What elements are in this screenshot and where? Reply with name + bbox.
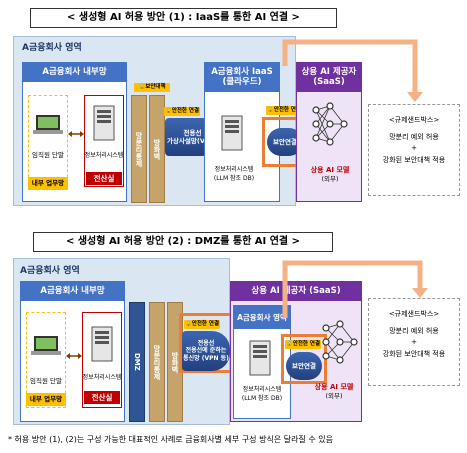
diagram1-safe-conn-2-label: 안전한 연결: [273, 107, 302, 113]
diagram1-employee-terminal: 임직원 단말: [32, 151, 64, 159]
diagram2-safe-connection-badge-1: 🔒안전한 연결: [184, 320, 220, 329]
diagram1-title: < 생성형 AI 허용 방안 (1) : IaaS를 통한 AI 연결 >: [30, 8, 337, 28]
lock-icon: 🔒: [184, 321, 192, 327]
diagram2-internal-work-net-tag: 내부 업무망: [26, 393, 66, 406]
diagram2-employee-terminal: 임직원 단말: [30, 377, 62, 385]
diagram1-secure-conn-label: 보안연결: [273, 137, 297, 146]
diagram2-inner-region-header: A금융회사 영역: [233, 305, 291, 329]
laptop-icon: [33, 115, 63, 134]
diagram1-sandbox-connector: [282, 39, 423, 102]
diagram1-arrow-terminal-server: [68, 131, 84, 137]
diagram1-saas-header: 상용 AI 제공자 (SaaS): [296, 62, 362, 92]
lock-icon: 🔒: [266, 107, 274, 113]
diagram1-leased-line-1: 전용선: [183, 128, 202, 137]
diagram1-iaas-header: A금융회사 IaaS (클라우드): [204, 62, 280, 92]
diagram1-safe-connection-badge-2: 🔒안전한 연결: [266, 106, 302, 115]
diagram1-iaas-system-2: (LLM 참조 DB): [213, 175, 255, 182]
diagram1-firewall: 방화벽: [149, 95, 165, 203]
diagram2-safe-connection-badge-2: 🔒안전한 연결: [285, 340, 321, 349]
diagram2-tunnel: 전용선 전용선에 준하는 통신망 (VPN 등): [182, 331, 230, 371]
diagram2-secure-conn-label: 보안연결: [292, 361, 316, 370]
diagram1-iaas-title-1: A금융회사 IaaS: [211, 66, 273, 77]
diagram2-work-net-box: [26, 312, 66, 408]
diagram2-info-system: 정보처리시스템: [82, 374, 122, 381]
diagram1-ai-model-sub: (외부): [321, 175, 339, 183]
diagram2-sandbox-connector: [282, 260, 428, 318]
diagram2-ai-model: 상용 AI 모델: [314, 383, 354, 391]
diagram2-safe-conn-2-label: 안전한 연결: [292, 341, 321, 347]
diagram2-saas-header: 상용 AI 제공자 (SaaS): [230, 281, 362, 301]
diagram1-computer-room-tag: 전산실: [86, 172, 122, 185]
diagram1-sandbox-plus: +: [411, 144, 417, 153]
diagram2-sandbox-line2: 강화된 보안대책 적용: [382, 349, 446, 358]
diagram2-saas-title: 상용 AI 제공자 (SaaS): [251, 285, 341, 296]
diagram1-iaas-system-1: 정보처리시스템: [214, 166, 254, 173]
diagram1-iaas-title-2: (클라우드): [222, 77, 262, 87]
diagram1-sandbox: <규제샌드박스> 망분리 예외 허용 + 강화된 보안대책 적용: [368, 104, 460, 196]
neural-network-icon: [312, 102, 348, 146]
diagram2-tunnel-1: 전용선: [197, 339, 215, 347]
diagram1-leased-line-2: 가상사설망(VPN): [166, 137, 219, 145]
diagram1-safe-connection-badge-1: 🔒안전한 연결: [164, 107, 200, 116]
diagram2-sandbox: <규제샌드박스> 망분리 예외 허용 + 강화된 보안대책 적용: [368, 298, 460, 386]
diagram1-sandbox-line1: 망분리 예외 허용: [389, 133, 439, 142]
diagram2-tunnel-3: 통신망 (VPN 등): [183, 354, 229, 362]
diagram2-secure-connection: 보안연결: [286, 352, 322, 380]
diagram2-tunnel-2: 전용선에 준하는: [185, 347, 227, 355]
diagram2-ai-model-sub: (외부): [325, 392, 343, 400]
diagram1-security-badge: 🔒보안대책: [134, 83, 170, 92]
diagram2-sandbox-title: <규제샌드박스>: [388, 310, 440, 318]
diagram1-sandbox-title: <규제샌드박스>: [388, 116, 440, 124]
diagram2-computer-room-box: [82, 312, 122, 408]
server-icon: [93, 105, 115, 141]
diagram2-iaas-system-2: (LLM 참조 DB): [241, 395, 283, 402]
neural-network-icon: [322, 320, 358, 364]
diagram2-arrow-terminal-server: [66, 353, 82, 359]
diagram2-inner-region-label: A금융회사 영역: [237, 312, 287, 322]
diagram1-internal-network-header: A금융회사 내부망: [22, 62, 127, 82]
diagram1-network-separation: 망분리통제: [131, 95, 147, 203]
diagram2-internal-net-label: A금융회사 내부망: [40, 285, 105, 296]
server-icon: [91, 326, 113, 362]
diagram2-internal-network-header: A금융회사 내부망: [20, 281, 125, 301]
diagram1-security-badge-label: 보안대책: [145, 84, 166, 90]
laptop-icon: [31, 336, 61, 355]
diagram1-sandbox-line2: 강화된 보안대책 적용: [382, 155, 446, 164]
lock-icon: 🔒: [164, 108, 172, 114]
diagram2-dmz: DMZ: [129, 302, 145, 422]
diagram2-region-label: A금융회사 영역: [20, 266, 80, 276]
diagram1-safe-conn-1-label: 안전한 연결: [171, 108, 200, 114]
server-icon: [221, 115, 243, 151]
diagram1-work-net-box: [28, 95, 68, 187]
diagram2-title: < 생성형 AI 허용 방안 (2) : DMZ를 통한 AI 연결 >: [33, 232, 333, 252]
diagram1-internal-net-label: A금융회사 내부망: [42, 66, 107, 77]
diagram2-sandbox-line1: 망분리 예외 허용: [389, 327, 439, 336]
diagram1-saas-title-2: (SaaS): [313, 77, 345, 87]
diagram1-ai-model: 상용 AI 모델: [310, 166, 350, 174]
diagram1-computer-room-box: [84, 95, 124, 187]
lock-icon: 🔒: [285, 341, 293, 347]
server-icon: [249, 340, 271, 376]
diagram1-region-label: A금융회사 영역: [22, 43, 82, 53]
diagram2-iaas-system-1: 정보처리시스템: [242, 386, 282, 393]
diagram2-network-separation: 망분리통제: [149, 302, 165, 422]
diagram1-saas-title-1: 상용 AI 제공자: [301, 66, 357, 77]
diagram2-safe-conn-1-label: 안전한 연결: [191, 321, 220, 327]
lock-icon: 🔒: [138, 84, 146, 90]
diagram2-sandbox-plus: +: [411, 338, 417, 347]
footnote: * 허용 방안 (1), (2)는 구성 가능한 대표적인 사례로 금융회사별 …: [8, 435, 333, 444]
diagram1-internal-work-net-tag: 내부 업무망: [28, 177, 68, 190]
diagram2-computer-room-tag: 전산실: [84, 391, 120, 404]
diagram1-info-system: 정보처리시스템: [84, 152, 124, 159]
